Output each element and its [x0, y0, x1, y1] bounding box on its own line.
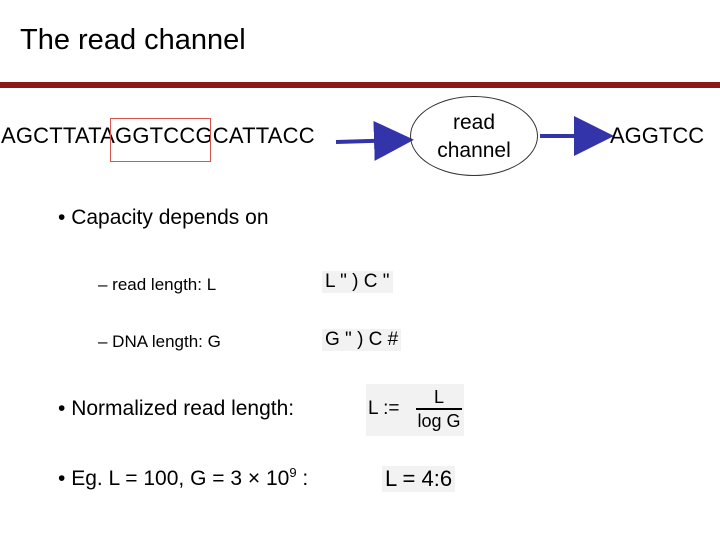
- normalized-fraction: L log G: [416, 386, 462, 432]
- read-length-formula: L " ) C ": [322, 271, 393, 293]
- highlight-box: [110, 118, 211, 162]
- example-exponent: 9: [289, 465, 297, 480]
- fraction-bar: [416, 408, 462, 410]
- capacity-text: Capacity depends on: [71, 206, 269, 229]
- fraction-numerator: L: [433, 387, 444, 407]
- dna-length-text: – DNA length: G: [98, 332, 221, 351]
- example-result: L = 4:6: [382, 466, 456, 492]
- bullet-capacity: • Capacity depends on: [58, 206, 269, 229]
- bullet-normalized: • Normalized read length:: [58, 397, 295, 420]
- read-channel-node: read channel: [410, 96, 538, 176]
- input-arrow: [335, 120, 414, 161]
- fraction-denominator: log G: [417, 410, 461, 431]
- example-suffix: :: [296, 467, 309, 490]
- normalized-formula: L := L log G: [366, 384, 464, 436]
- dna-length-formula: G " ) C #: [322, 329, 402, 351]
- example-text: Eg. L = 100, G = 3 × 10: [71, 467, 290, 490]
- read-length-text: – read length: L: [98, 275, 217, 294]
- normalized-lhs: L :=: [368, 398, 400, 419]
- channel-label-line2: channel: [437, 139, 511, 162]
- bullet-example: • Eg. L = 100, G = 3 × 109 :: [58, 465, 309, 490]
- channel-label-line1: read: [452, 111, 496, 134]
- title-divider: [0, 82, 720, 88]
- page-title: The read channel: [20, 24, 246, 56]
- output-sequence: AGGTCC: [610, 123, 705, 148]
- normalized-text: Normalized read length:: [71, 397, 295, 420]
- input-sequence: AGCTTATAGGTCCGCATTACC: [1, 123, 315, 148]
